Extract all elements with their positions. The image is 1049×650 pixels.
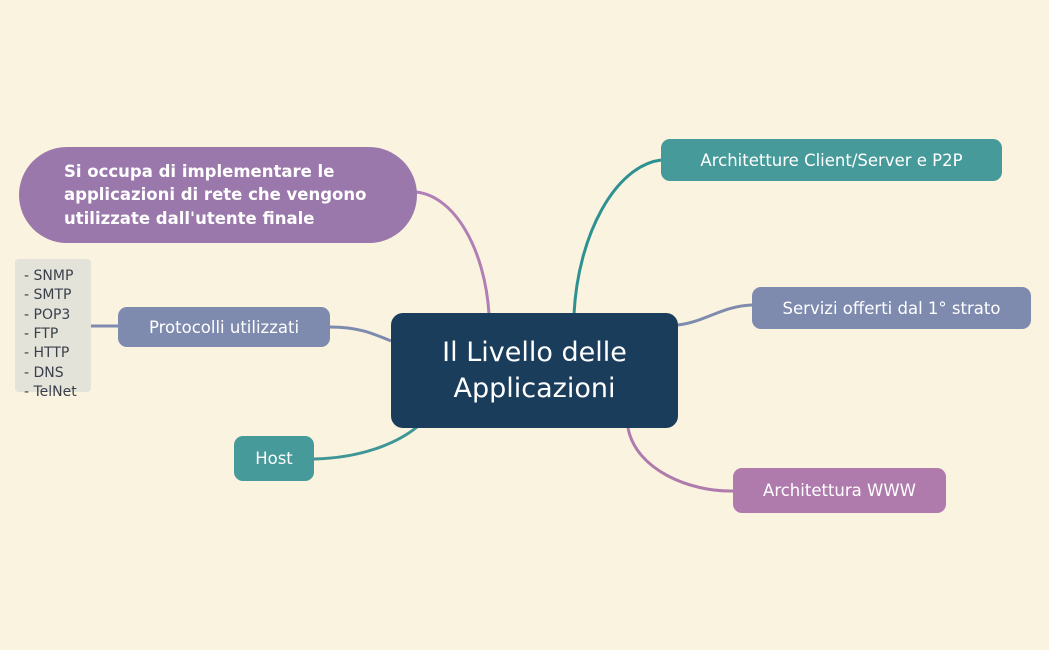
connector-www (626, 427, 734, 493)
connector-servizi (677, 303, 753, 327)
branch-node-descrizione-label: Si occupa di implementare le applicazion… (64, 161, 367, 228)
central-node[interactable]: Il Livello delle Applicazioni (391, 313, 678, 428)
branch-node-host-label: Host (255, 449, 293, 468)
branch-node-www-label: Architettura WWW (763, 481, 916, 500)
branch-node-architetture[interactable]: Architetture Client/Server e P2P (661, 139, 1002, 181)
central-node-label: Il Livello delle Applicazioni (442, 336, 627, 404)
branch-node-www[interactable]: Architettura WWW (733, 468, 946, 513)
branch-node-protocolli-label: Protocolli utilizzati (148, 317, 300, 337)
protocol-list-item: - DNS (24, 364, 64, 381)
branch-node-host[interactable]: Host (234, 436, 314, 481)
protocol-list-item: - HTTP (24, 345, 70, 362)
branch-node-servizi-label: Servizi offerti dal 1° strato (782, 298, 1001, 318)
protocol-list-item: - TelNet (24, 383, 77, 400)
connector-protocolli (329, 325, 392, 343)
connector-architetture (572, 158, 662, 315)
branch-node-servizi[interactable]: Servizi offerti dal 1° strato (752, 287, 1031, 329)
branch-node-protocolli[interactable]: Protocolli utilizzati (118, 307, 330, 347)
protocol-list-item: - SNMP (24, 268, 74, 284)
branch-node-architetture-label: Architetture Client/Server e P2P (700, 150, 963, 170)
branch-node-descrizione[interactable]: Si occupa di implementare le applicazion… (19, 147, 417, 243)
protocol-list-item: - POP3 (24, 306, 71, 323)
protocol-list: - SNMP - SMTP - POP3 - FTP - HTTP - DNS … (15, 259, 91, 400)
protocol-list-item: - FTP (24, 325, 59, 342)
connector-descrizione (415, 190, 491, 315)
protocol-list-item: - SMTP (24, 287, 72, 304)
connector-host (313, 425, 418, 461)
